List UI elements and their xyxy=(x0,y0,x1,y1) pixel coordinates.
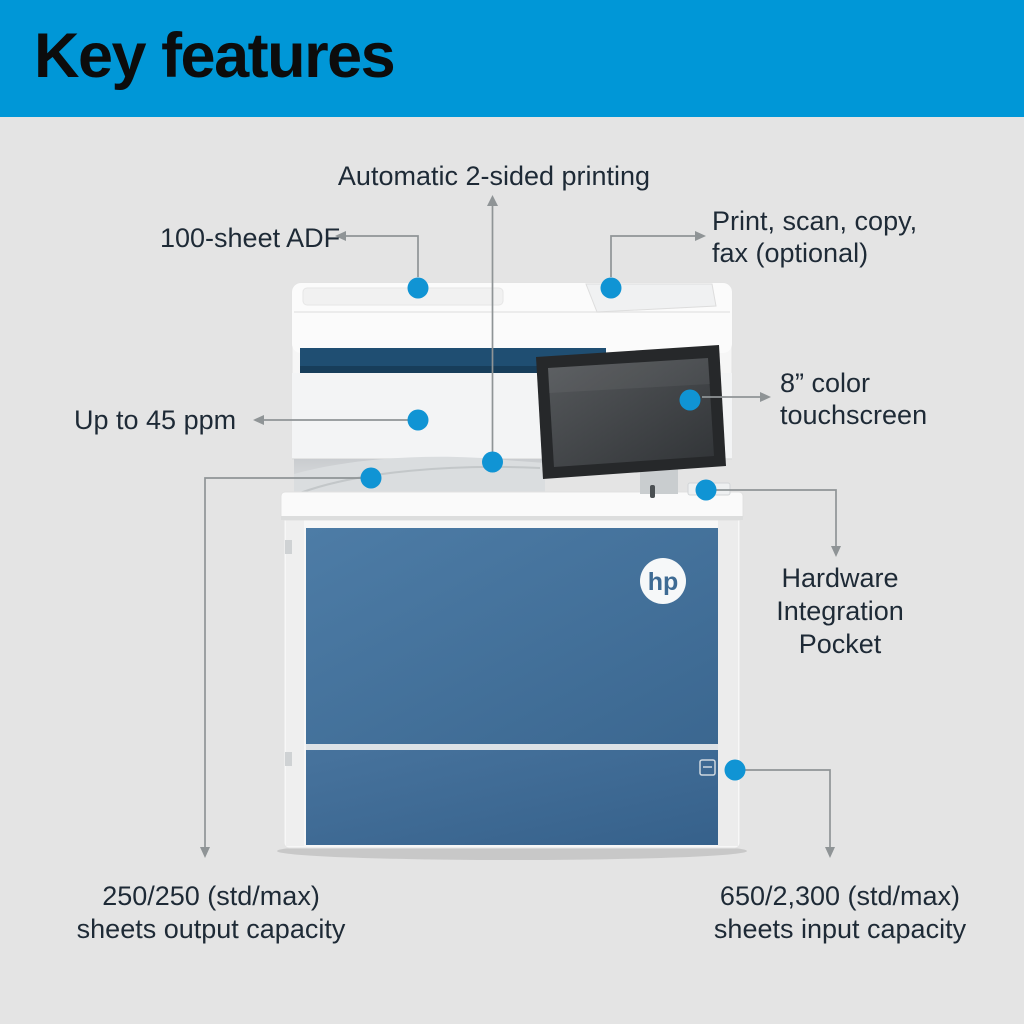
callout-line-touchscreen xyxy=(702,392,771,402)
printer-input-drawer xyxy=(306,750,718,845)
callout-label-hip: Hardware Integration Pocket xyxy=(776,562,904,661)
callout-line-output xyxy=(200,477,361,858)
callout-label-touchscreen-line1: 8” color xyxy=(780,368,871,398)
callout-label-output-line2: sheets output capacity xyxy=(76,914,346,944)
callout-label-print-scan-line1: Print, scan, copy, xyxy=(712,206,918,236)
page-title: Key features xyxy=(34,21,396,91)
callout-dot-output xyxy=(360,467,382,489)
callout-line-duplex xyxy=(487,195,498,452)
callout-label-adf-text: 100-sheet ADF xyxy=(160,223,341,253)
adf-lid xyxy=(302,287,504,306)
callout-label-input-line2: sheets input capacity xyxy=(713,914,967,944)
header-banner: Key features xyxy=(0,0,1024,117)
callout-label-hip-line2: Integration xyxy=(776,596,904,626)
callout-label-output-capacity: 250/250 (std/max) sheets output capacity xyxy=(77,880,346,946)
callout-label-ppm-text: Up to 45 ppm xyxy=(74,405,237,435)
touchscreen xyxy=(536,345,726,494)
hp-logo: hp xyxy=(640,558,686,604)
printer-output-tray xyxy=(294,456,545,497)
callout-line-adf xyxy=(335,231,419,277)
callout-label-touchscreen: 8” color touchscreen xyxy=(780,367,927,431)
hp-logo-text: hp xyxy=(648,568,679,596)
callout-label-adf: 100-sheet ADF xyxy=(160,222,340,254)
callout-label-print-scan-line2: fax (optional) xyxy=(712,238,869,268)
callout-label-hip-line3: Pocket xyxy=(798,629,882,659)
callout-lines xyxy=(200,195,841,858)
callout-line-hip xyxy=(716,489,841,557)
callout-dot-touchscreen xyxy=(679,389,701,411)
printer-hinges xyxy=(285,540,292,766)
callout-label-input-line1: 650/2,300 (std/max) xyxy=(719,881,961,911)
callout-label-ppm: Up to 45 ppm xyxy=(74,404,236,436)
callout-label-input-capacity: 650/2,300 (std/max) sheets input capacit… xyxy=(714,880,966,946)
callout-dot-input xyxy=(724,759,746,781)
callout-dots xyxy=(360,277,746,781)
callout-label-duplex-text: Automatic 2-sided printing xyxy=(337,161,651,191)
callout-line-ppm xyxy=(253,415,408,425)
callout-line-print-scan xyxy=(610,231,706,277)
callout-label-output-line1: 250/250 (std/max) xyxy=(102,881,320,911)
printer: hp xyxy=(277,282,747,860)
callout-label-hip-line1: Hardware xyxy=(781,563,899,593)
callout-dot-print-scan xyxy=(600,277,622,299)
callout-dot-ppm xyxy=(407,409,429,431)
callout-dot-hip xyxy=(695,479,717,501)
callout-label-duplex: Automatic 2-sided printing xyxy=(338,160,650,192)
printer-shelf xyxy=(280,491,744,521)
callout-label-print-scan: Print, scan, copy, fax (optional) xyxy=(712,205,917,269)
callout-dot-adf xyxy=(407,277,429,299)
callout-line-input xyxy=(745,769,835,858)
callout-label-touchscreen-line2: touchscreen xyxy=(780,400,928,430)
callout-dot-duplex xyxy=(482,451,503,473)
